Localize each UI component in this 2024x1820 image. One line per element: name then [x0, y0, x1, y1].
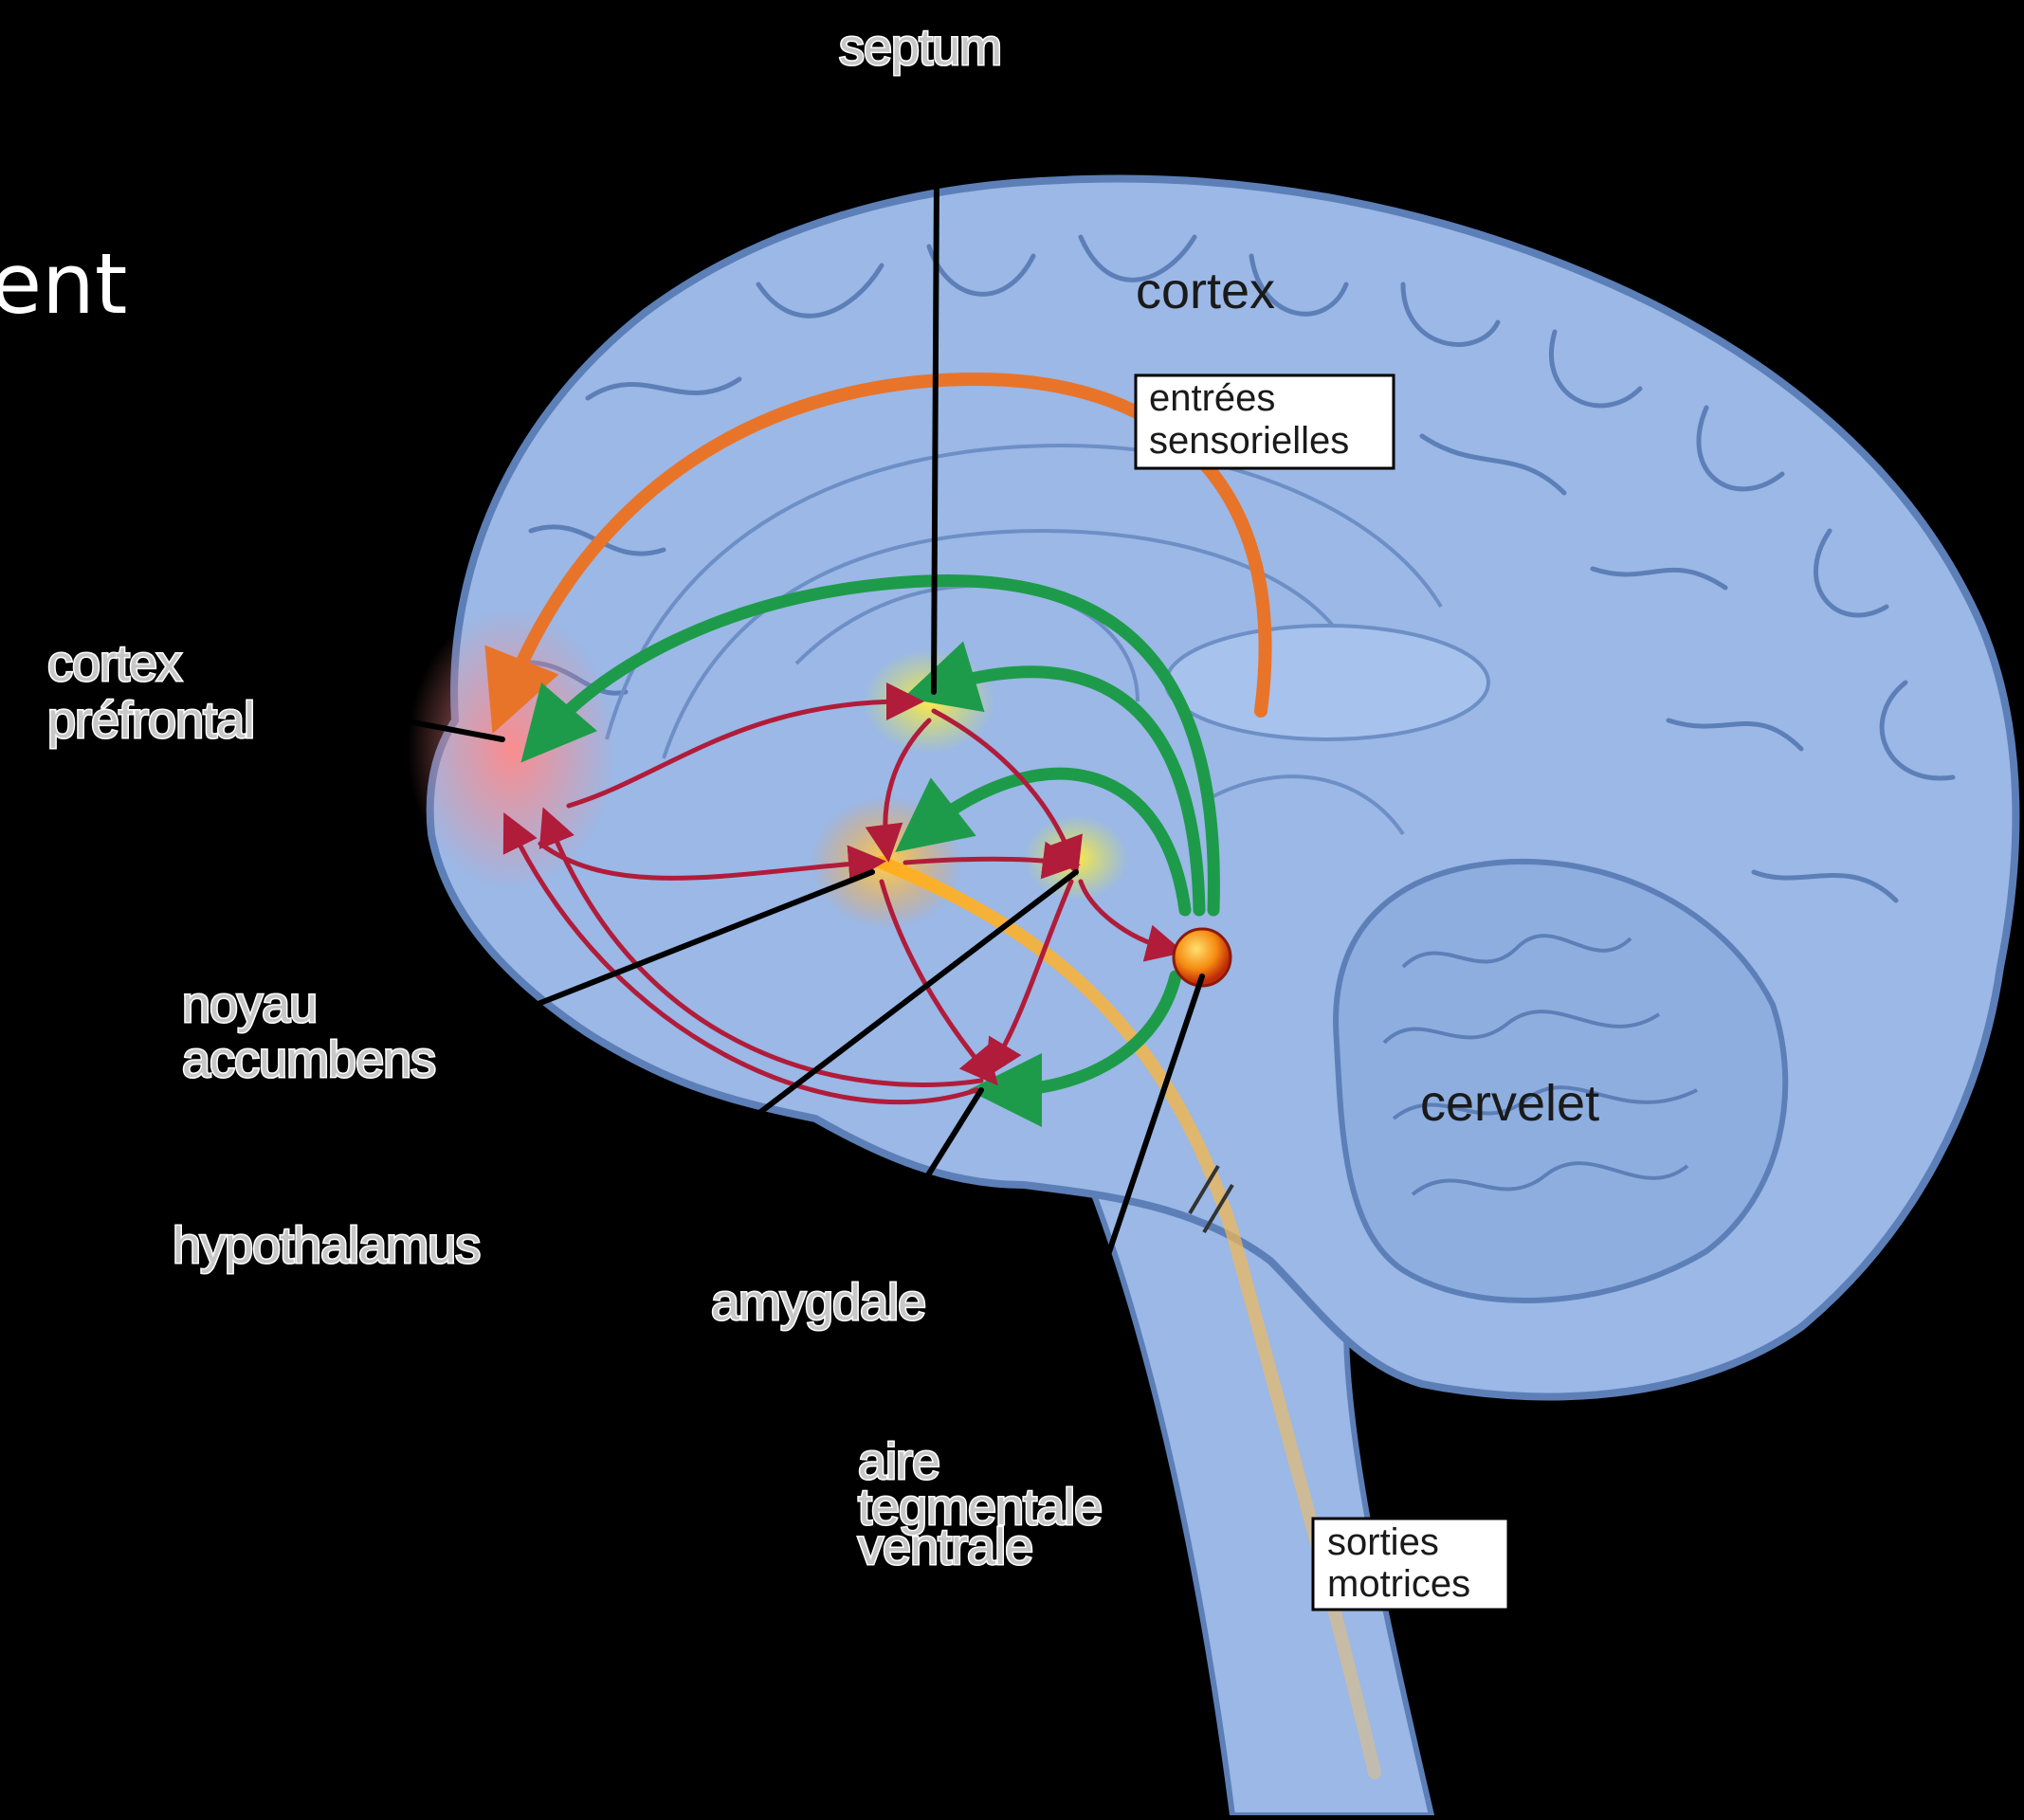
label-hypothalamus: hypothalamus — [173, 1217, 480, 1274]
box-motor-output: sorties motrices — [1313, 1519, 1508, 1610]
label-cortex-prefrontal-2: préfrontal — [47, 692, 254, 749]
box-sensory-input: entrées sensorielles — [1136, 375, 1394, 468]
label-septum: septum — [839, 19, 1001, 76]
box-motor-line1: sorties — [1327, 1521, 1439, 1563]
hypothalamus-glow — [1024, 815, 1128, 901]
label-amygdale: amygdale — [711, 1274, 925, 1331]
label-noyau: noyau — [182, 976, 317, 1033]
label-cortex: cortex — [1136, 263, 1275, 319]
box-sensory-line1: entrées — [1149, 377, 1275, 419]
prefrontal-glow — [408, 607, 616, 891]
label-cortex-prefrontal-1: cortex — [47, 635, 182, 692]
box-sensory-line2: sensorielles — [1149, 420, 1349, 462]
ventricle — [1166, 626, 1488, 739]
box-motor-line2: motrices — [1327, 1563, 1470, 1605]
label-accumbens: accumbens — [182, 1031, 435, 1088]
label-ventrale: ventrale — [858, 1519, 1032, 1575]
label-cervelet: cervelet — [1420, 1075, 1599, 1132]
title-fragment: ent — [0, 235, 127, 333]
